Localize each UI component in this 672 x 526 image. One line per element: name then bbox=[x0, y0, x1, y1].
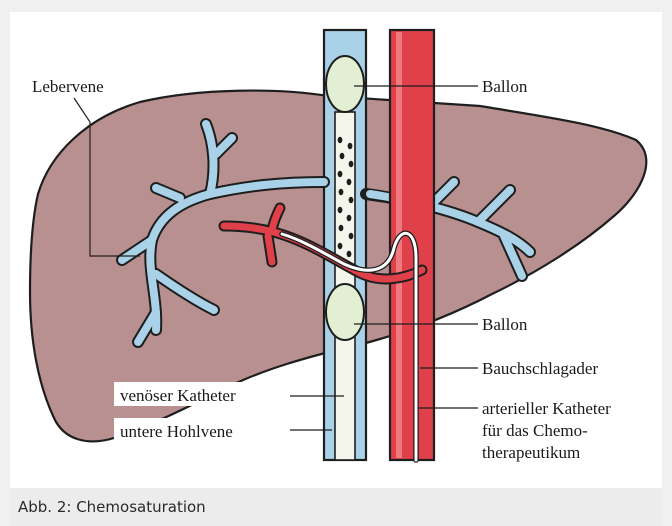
chemosaturation-diagram: Lebervene Ballon Ballon Bauchschlagader … bbox=[10, 12, 662, 488]
caption-bar: Abb. 2: Chemosaturation bbox=[10, 488, 662, 526]
label-ballon-top: Ballon bbox=[482, 77, 528, 96]
label-venoeser-katheter: venöser Katheter bbox=[120, 386, 236, 405]
balloon-top bbox=[326, 56, 364, 112]
label-arterieller-katheter-line2: für das Chemo- bbox=[482, 421, 588, 440]
figure-area: Lebervene Ballon Ballon Bauchschlagader … bbox=[10, 12, 662, 488]
figure-caption: Abb. 2: Chemosaturation bbox=[18, 498, 206, 516]
label-ballon-bottom: Ballon bbox=[482, 315, 528, 334]
label-lebervene: Lebervene bbox=[32, 77, 104, 96]
label-arterieller-katheter-line1: arterieller Katheter bbox=[482, 399, 611, 418]
label-arterieller-katheter-line3: therapeutikum bbox=[482, 443, 580, 462]
label-bauchschlagader: Bauchschlagader bbox=[482, 359, 598, 378]
label-untere-hohlvene: untere Hohlvene bbox=[120, 422, 233, 441]
balloon-bottom bbox=[326, 284, 364, 340]
